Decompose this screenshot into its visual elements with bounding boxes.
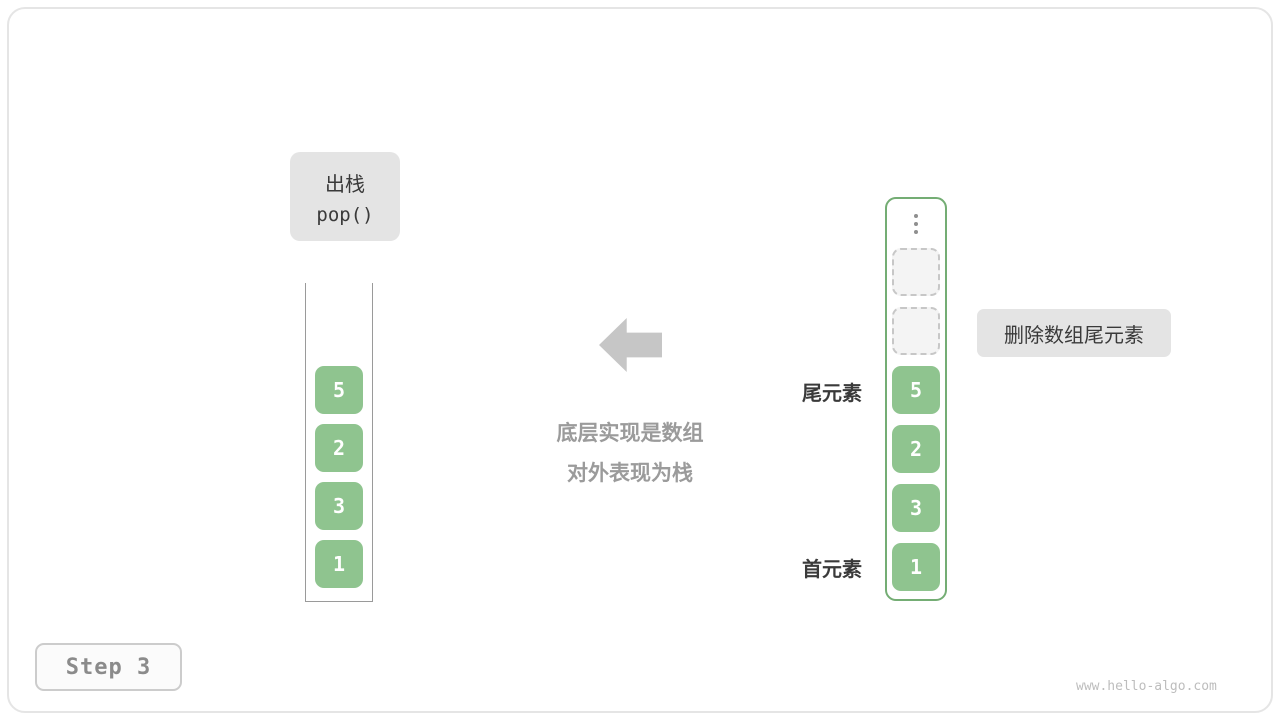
operation-label-box: 出栈 pop()	[290, 152, 400, 241]
stack-cell: 2	[315, 424, 363, 472]
stack-container: 5 2 3 1	[305, 283, 373, 602]
caption-line-2: 对外表现为栈	[567, 462, 693, 485]
caption-line-1: 底层实现是数组	[556, 422, 704, 445]
stack-cell: 3	[315, 482, 363, 530]
array-empty-cell	[892, 307, 940, 355]
array-cell: 3	[892, 484, 940, 532]
array-cell: 2	[892, 425, 940, 473]
action-label-box: 删除数组尾元素	[977, 309, 1171, 357]
tail-element-label: 尾元素	[802, 383, 862, 405]
array-cell: 1	[892, 543, 940, 591]
operation-label-code: pop()	[316, 203, 374, 226]
stack-cell: 5	[315, 366, 363, 414]
array-cells: 5 2 3 1	[892, 248, 940, 591]
caption: 底层实现是数组 对外表现为栈	[470, 414, 790, 494]
diagram-card	[7, 7, 1273, 713]
head-element-label: 首元素	[802, 559, 862, 581]
operation-label-text: 出栈	[325, 173, 365, 196]
watermark: www.hello-algo.com	[1076, 679, 1217, 694]
array-container: 5 2 3 1	[885, 197, 947, 601]
array-empty-cell	[892, 248, 940, 296]
step-badge: Step 3	[35, 643, 182, 691]
ellipsis-icon	[914, 211, 918, 237]
stack-cell: 1	[315, 540, 363, 588]
array-cell: 5	[892, 366, 940, 414]
